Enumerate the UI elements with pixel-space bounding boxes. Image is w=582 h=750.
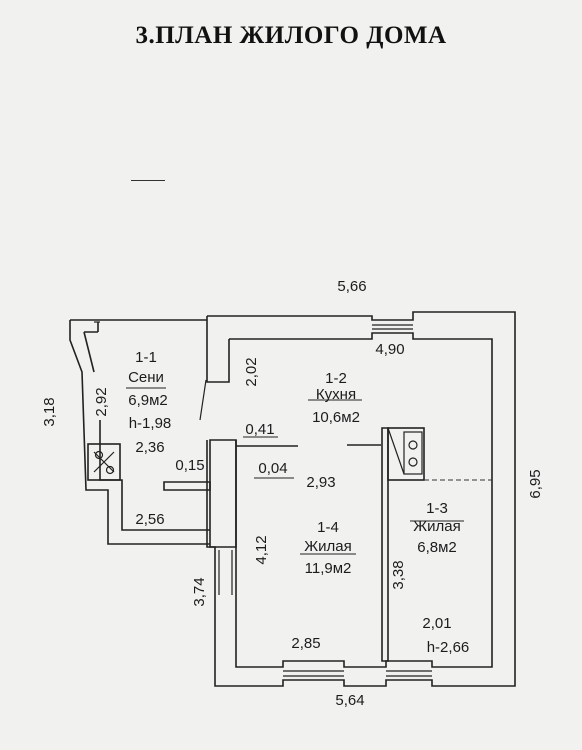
room-1-2-id: 1-2 [325,370,347,387]
dim-partition-1: 0,41 [245,421,274,438]
window-left [218,550,233,595]
seni-burner-1 [94,450,104,460]
dim-top-overall: 5,66 [337,278,366,295]
small-partition [163,481,211,491]
room-1-3-id: 1-3 [426,500,448,517]
dim-partition-2: 0,15 [175,457,204,474]
dim-seni-width: 2,36 [135,439,164,456]
seni-stove [87,443,121,481]
dim-room14-width-bottom: 2,85 [291,635,320,652]
dim-left-upper: 3,18 [41,397,58,426]
central-partition [209,439,237,548]
window-bottom-1 [283,670,344,677]
room-1-3-area: 6,8м2 [417,539,457,556]
dim-kitchen-width: 4,90 [375,341,404,358]
seni-inner-wall [83,322,210,531]
room-1-3-height: h-2,66 [427,639,470,656]
seni-burner-2 [105,465,115,475]
page-title: 3.ПЛАН ЖИЛОГО ДОМА [135,22,447,49]
room-1-1-name: Сени [128,369,164,386]
stove-diagonal [387,427,405,475]
room-1-1-id: 1-1 [135,349,157,366]
room-1-4-area: 11,9м2 [305,560,352,577]
house-outer-wall [206,311,516,687]
partition-14-13 [381,427,389,662]
room-1-3-name: Жилая [413,518,460,535]
seni-outer-wall [69,319,210,545]
dim-bottom-overall: 5,64 [335,692,364,709]
room-1-2-area: 10,6м2 [312,409,360,426]
dash-mark [131,180,165,181]
burner-2 [408,457,418,467]
dim-room13-depth: 3,38 [390,560,407,589]
window-top [372,324,413,330]
entry-line [199,379,207,421]
dim-left-lower: 3,74 [191,577,208,606]
seni-stove-x [93,451,115,473]
dim-room13-width: 2,01 [422,615,451,632]
dim-kitchen-depth: 2,02 [243,357,260,386]
kitchen-wall-stub [206,316,230,383]
room-1-2-name: Кухня [316,386,356,403]
burner-1 [408,440,418,450]
stove-inner [403,431,423,475]
house-inner-wall [229,332,493,668]
room-1-1-height: h-1,98 [129,415,172,432]
dim-right-overall: 6,95 [527,469,544,498]
dim-seni-wall: 2,92 [93,387,110,416]
dim-partition-3: 0,04 [258,460,287,477]
room-1-1-area: 6,9м2 [128,392,168,409]
room-1-4-id: 1-4 [317,519,339,536]
room-1-4-name: Жилая [304,538,351,555]
window-bottom-2 [386,670,432,677]
dim-room14-depth: 4,12 [253,535,270,564]
dim-room14-width-top: 2,93 [306,474,335,491]
dim-seni-bottom: 2,56 [135,511,164,528]
stove-block [387,427,425,481]
